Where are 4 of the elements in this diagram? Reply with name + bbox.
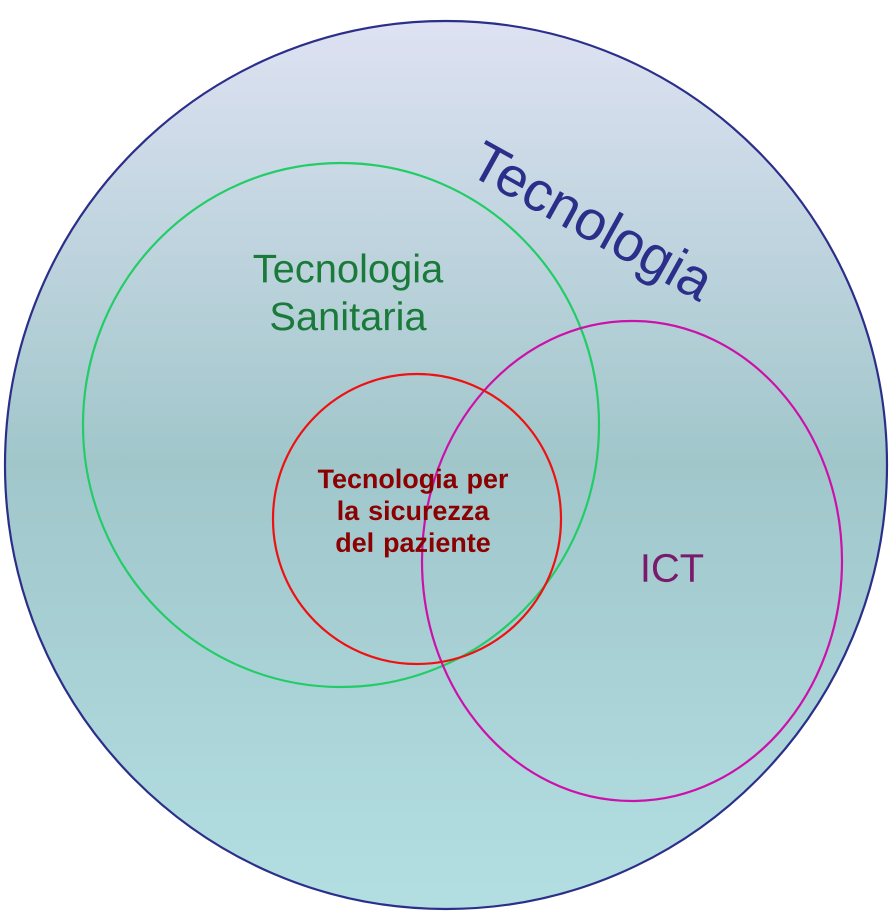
safety-circle: [272, 372, 562, 666]
circle-label: ICT: [644, 554, 704, 582]
circle-label: Tecnologia Sanitaria: [254, 253, 444, 331]
outer-circle: [4, 20, 888, 910]
